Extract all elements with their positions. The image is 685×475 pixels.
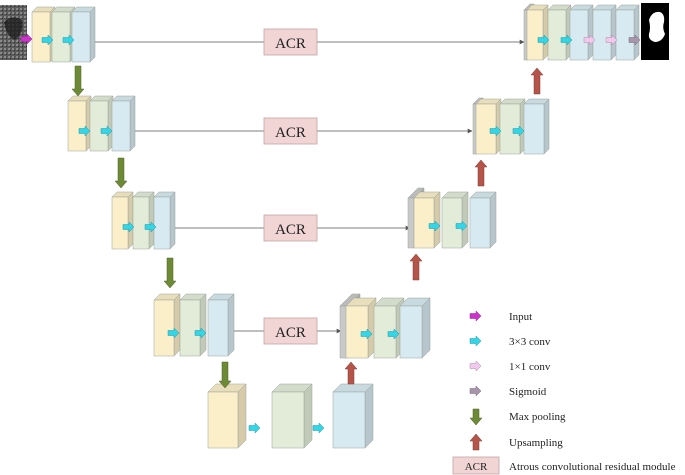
conv3-arrow-icon: [312, 422, 325, 434]
upsample-arrow-icon: [344, 361, 358, 385]
sigmoid-arrow-icon: [628, 34, 641, 46]
legend-upsample: Upsampling: [469, 433, 563, 451]
encoder-l2-block-2: [89, 95, 114, 152]
maxpool-arrow-icon: [163, 257, 177, 289]
encoder-l4-block-3: [207, 293, 235, 357]
encoder-l1-block-3: [71, 6, 96, 63]
decoder-l1-block-4: [569, 4, 594, 61]
acr-module-level-3: ACR: [263, 214, 318, 242]
conv3-arrow-icon: [360, 328, 373, 340]
legend-acr-box-label: ACR: [465, 461, 488, 473]
conv3-arrow-icon: [469, 335, 482, 347]
conv1-arrow-icon: [583, 34, 596, 46]
decoder-l1-block-5: [592, 4, 617, 61]
acr-label: ACR: [275, 222, 306, 238]
conv3-arrow-icon: [489, 125, 502, 137]
conv3-arrow-icon: [167, 327, 180, 339]
conv3-arrow-icon: [41, 34, 54, 46]
decoder-l2-block-4: [523, 98, 550, 155]
maxpool-arrow-icon: [114, 157, 128, 189]
legend-conv3: 3×3 conv: [469, 335, 551, 348]
legend-conv3-label: 3×3 conv: [509, 336, 551, 348]
encoder-l3-block-1: [111, 191, 134, 250]
legend-sigmoid-label: Sigmoid: [509, 386, 547, 398]
encoder-l2-block-1: [67, 95, 92, 152]
legend: Input 3×3 conv 1×1 conv Sigmoid Max pool…: [452, 310, 676, 475]
decoder-l3-block-3: [441, 191, 469, 249]
bottleneck-block-2: [271, 383, 313, 449]
upsample-arrow-icon: [530, 67, 544, 95]
acr-module-level-2: ACR: [263, 117, 318, 145]
upsample-arrow-icon: [469, 433, 483, 451]
decoder-l3-block-4: [469, 191, 497, 249]
bottleneck-block-1: [207, 383, 247, 449]
conv3-arrow-icon: [387, 328, 400, 340]
conv3-arrow-icon: [455, 220, 468, 232]
encoder-l2-block-3: [111, 95, 136, 152]
decoder-l2-block-3: [499, 98, 526, 155]
acr-module-level-1: ACR: [263, 28, 318, 56]
acr-label: ACR: [275, 325, 306, 341]
legend-maxpool: Max pooling: [469, 408, 566, 426]
acr-module-level-4: ACR: [263, 317, 318, 345]
decoder-l1-block-3: [547, 4, 572, 61]
conv3-arrow-icon: [144, 221, 157, 233]
acr-label: ACR: [275, 125, 306, 141]
conv3-arrow-icon: [78, 125, 91, 137]
upsample-arrow-icon: [409, 253, 423, 281]
feature-map-blocks: [31, 3, 640, 449]
encoder-l1-block-1: [31, 6, 56, 63]
decoder-l2-block-2: [475, 98, 502, 155]
legend-sigmoid: Sigmoid: [469, 385, 547, 398]
conv3-arrow-icon: [512, 125, 525, 137]
upsample-arrow-icon: [474, 159, 488, 187]
output-mask: [641, 3, 669, 60]
conv3-arrow-icon: [122, 221, 135, 233]
conv3-arrow-icon: [194, 327, 207, 339]
conv3-arrow-icon: [62, 34, 75, 46]
conv1-arrow-icon: [469, 360, 482, 372]
maxpool-arrow-icon: [469, 408, 483, 426]
maxpool-arrow-icon: [218, 361, 232, 389]
conv3-arrow-icon: [248, 422, 261, 434]
legend-conv1: 1×1 conv: [469, 360, 551, 373]
input-arrow-icon: [469, 310, 482, 322]
decoder-l1-block-2: [526, 4, 549, 61]
legend-upsample-label: Upsampling: [509, 437, 563, 449]
conv1-arrow-icon: [605, 34, 618, 46]
maxpool-arrow-icon: [71, 65, 85, 97]
encoder-l4-block-1: [153, 293, 181, 357]
legend-acr: ACR Atrous convolutional residual module: [452, 456, 676, 475]
decoder-l3-block-2: [413, 191, 441, 249]
encoder-l4-block-2: [179, 293, 207, 357]
encoder-l3-block-2: [132, 191, 155, 250]
skip-connections: [94, 39, 525, 334]
conv3-arrow-icon: [428, 220, 441, 232]
legend-input: Input: [469, 310, 532, 323]
encoder-l3-block-3: [153, 191, 176, 250]
bottleneck-block-3: [332, 383, 374, 449]
acr-label: ACR: [275, 36, 306, 52]
legend-conv1-label: 1×1 conv: [509, 361, 551, 373]
legend-acr-swatch: [452, 456, 500, 475]
decoder-l4-block-3: [373, 297, 405, 359]
conv3-arrow-icon: [537, 34, 550, 46]
conv3-arrow-icon: [100, 125, 113, 137]
conv3-arrow-icon: [560, 34, 573, 46]
decoder-l4-block-2: [345, 297, 377, 359]
sigmoid-arrow-icon: [469, 385, 482, 397]
encoder-l1-block-2: [51, 6, 76, 63]
input-image: [0, 5, 27, 60]
legend-acr-label: Atrous convolutional residual module: [509, 461, 676, 473]
operation-arrows: [20, 33, 641, 434]
decoder-l4-block-4: [399, 297, 431, 359]
legend-maxpool-label: Max pooling: [509, 411, 566, 423]
input-arrow-icon: [20, 33, 33, 45]
decoder-l1-block-6: [615, 4, 640, 61]
legend-input-label: Input: [509, 311, 532, 323]
